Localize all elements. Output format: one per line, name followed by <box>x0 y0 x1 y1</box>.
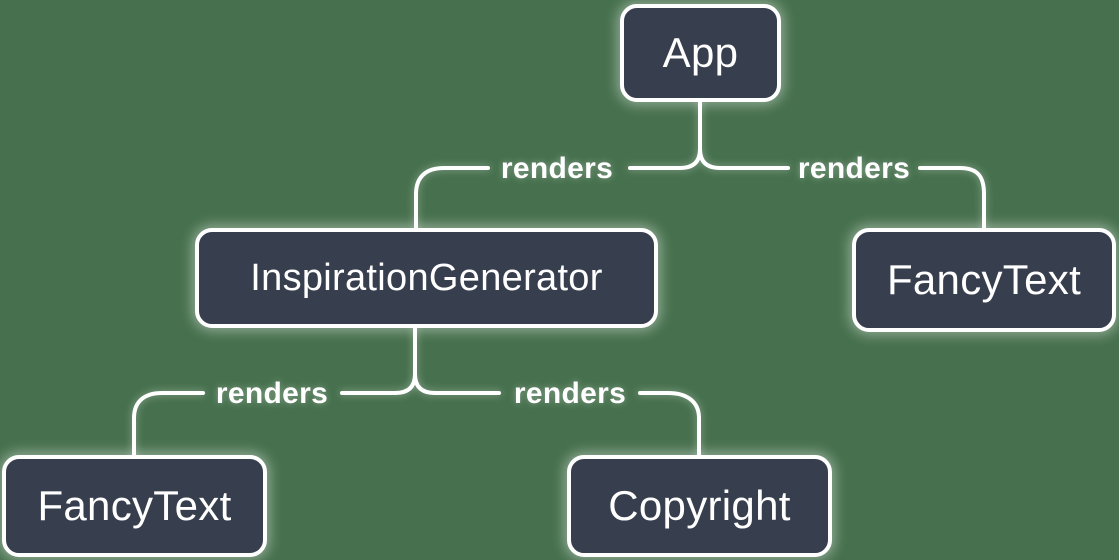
connector-elbow-fancytext-bottom <box>132 391 205 462</box>
node-copyright-label: Copyright <box>608 482 791 529</box>
edge-label-ig-fancytext: renders <box>215 377 329 410</box>
node-inspiration-generator-label: InspirationGenerator <box>250 256 603 299</box>
connector-ig-to-fancytext-arm <box>340 324 417 395</box>
node-inspiration-generator: InspirationGenerator <box>195 228 658 328</box>
node-app-label: App <box>662 29 739 76</box>
connector-app-to-fancytext-arm <box>698 147 790 170</box>
connector-ig-to-copyright-arm <box>413 372 501 395</box>
connector-elbow-copyright <box>638 391 701 462</box>
node-fancy-text-bottom: FancyText <box>2 455 267 557</box>
node-fancy-text-bottom-label: FancyText <box>37 482 232 529</box>
edge-label-app-fancytext: renders <box>797 152 911 185</box>
connector-elbow-fancytext-top <box>918 166 986 234</box>
node-fancy-text-top: FancyText <box>852 228 1116 332</box>
node-fancy-text-top-label: FancyText <box>886 256 1082 303</box>
connector-app-to-inspirationgenerator-arm <box>628 98 702 170</box>
node-copyright: Copyright <box>567 455 832 557</box>
node-app: App <box>620 4 781 102</box>
connector-elbow-inspirationgenerator <box>414 166 490 234</box>
edge-label-ig-copyright: renders <box>513 377 627 410</box>
edge-label-app-inspirationgenerator: renders <box>500 152 614 185</box>
